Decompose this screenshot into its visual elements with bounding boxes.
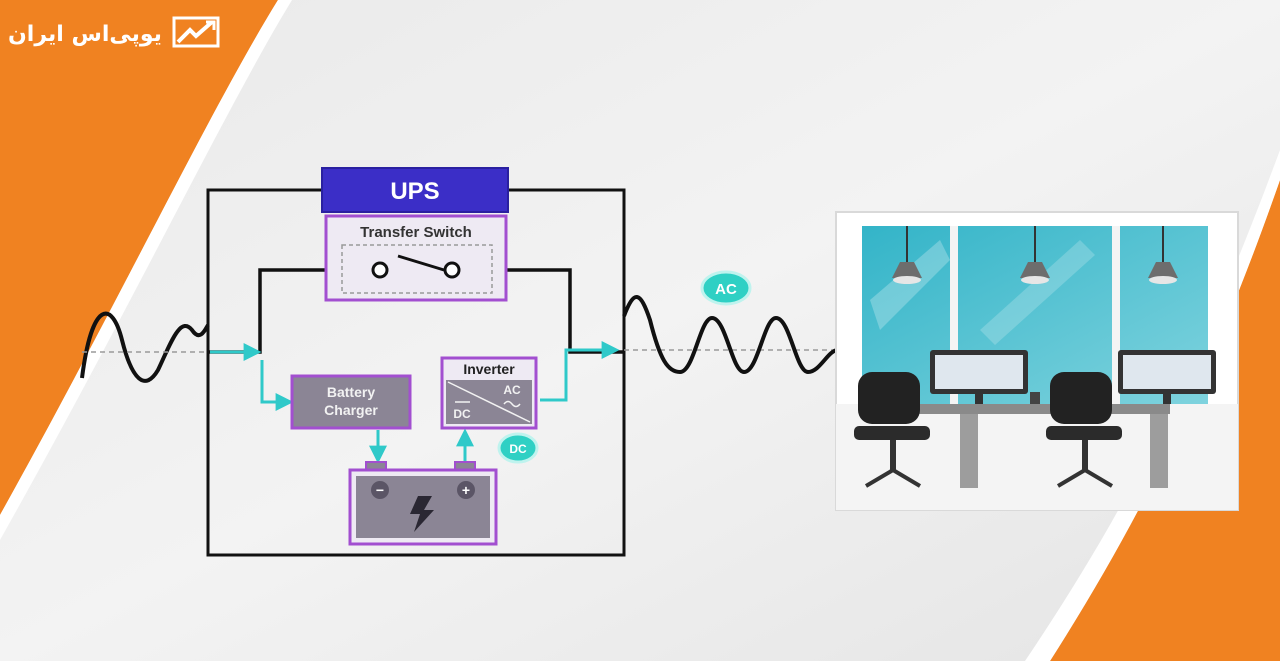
ups-header [321, 167, 509, 213]
transfer-switch-box [324, 214, 508, 302]
monitor-2-stand [1163, 394, 1171, 404]
desk-mug [1030, 392, 1040, 404]
window-glare-1 [870, 240, 950, 330]
brand-logo[interactable]: یوپی‌اس ایران [8, 14, 248, 54]
office-workspace-illustration [835, 211, 1239, 511]
desk-top [870, 404, 1170, 414]
battery-charger-label-2: Charger [324, 402, 378, 418]
dc-badge [497, 432, 539, 464]
brand-name: یوپی‌اس ایران [8, 21, 162, 47]
battery-minus: − [376, 482, 384, 498]
switch-contact-right [443, 261, 461, 279]
inverter-dc-label: DC [453, 407, 471, 421]
window-glare-2 [980, 240, 1095, 345]
flow-arrow-to-charger [260, 360, 294, 411]
chair-1-post [890, 440, 896, 470]
desk-drawer-1 [960, 414, 978, 488]
ac-badge-label: AC [715, 281, 737, 298]
battery-charger-label-1: Battery [327, 384, 375, 400]
bypass-wire-right [460, 268, 624, 354]
chair-2-post [1082, 440, 1088, 470]
chair-1-back [858, 372, 920, 424]
chair-2-base [1056, 467, 1114, 488]
left-white-stripe [0, 0, 292, 540]
battery-plus-circle [457, 481, 475, 499]
input-ac-wave [80, 311, 210, 383]
chair-2-back [1050, 372, 1112, 424]
switch-lever [397, 254, 445, 272]
battery-plus: + [462, 482, 470, 498]
lightning-logo-icon [170, 12, 222, 56]
inverter-label: Inverter [463, 361, 515, 377]
pendant-lamp-1 [892, 262, 922, 278]
transfer-switch-inner [341, 244, 493, 294]
monitor-1-screen [935, 355, 1023, 389]
window-mullion-2 [1112, 226, 1120, 406]
left-orange-shape [0, 0, 278, 515]
ups-title: UPS [390, 178, 439, 205]
window-mullion-1 [950, 226, 958, 406]
pendant-lamp-2 [1020, 262, 1050, 278]
inverter-ac-label: AC [503, 383, 521, 397]
transfer-switch-label: Transfer Switch [360, 224, 472, 241]
chair-1-seat [854, 426, 930, 440]
switch-contact-left [371, 261, 389, 279]
inverter-divider [447, 381, 531, 423]
output-ac-wave [622, 295, 839, 375]
lamp-light-1 [893, 276, 921, 284]
flow-arrow-out [540, 341, 620, 402]
lightning-icon [410, 496, 434, 532]
desk-drawer-2 [1150, 414, 1168, 488]
right-orange-shape [1050, 180, 1280, 661]
monitor-2-screen [1123, 355, 1211, 389]
chair-1-base [864, 467, 922, 488]
ac-badge [700, 270, 752, 306]
pendant-lamp-3 [1148, 262, 1178, 278]
lamp-light-3 [1149, 276, 1177, 284]
lamp-light-2 [1021, 276, 1049, 284]
battery-minus-circle [371, 481, 389, 499]
chair-2-seat [1046, 426, 1122, 440]
inverter-ac-symbol [503, 400, 521, 408]
dc-badge-label: DC [509, 442, 527, 456]
monitor-1-stand [975, 394, 983, 404]
battery-charger-box [290, 374, 412, 430]
